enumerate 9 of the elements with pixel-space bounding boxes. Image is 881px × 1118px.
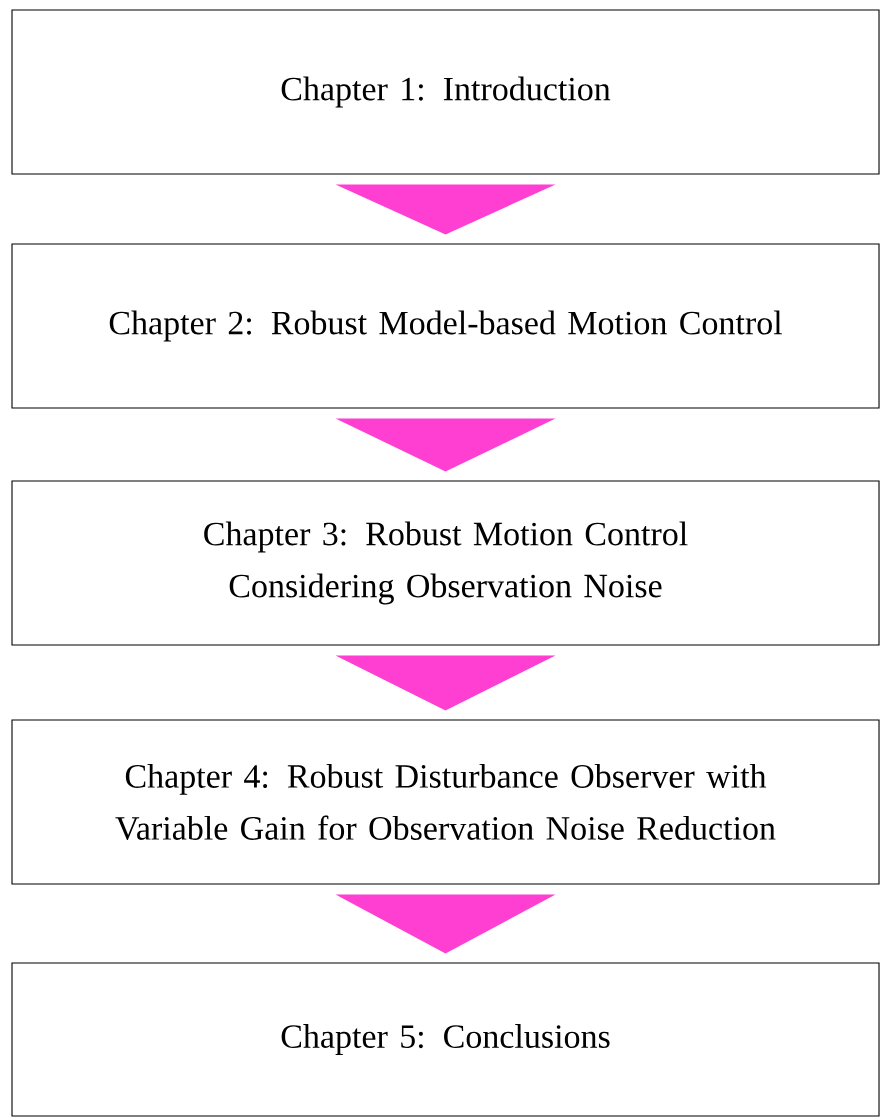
chapter-box: Chapter 3: Robust Motion Control Considering Observation Noise [11,480,880,646]
chapter-box: Chapter 2: Robust Model-based Motion Control [11,243,880,409]
arrow [335,655,556,711]
arrow [335,894,556,954]
chapter-box: Chapter 4: Robust Disturbance Observer with Variable Gain for Observation Noise Reduction [11,719,880,885]
chapter-box: Chapter 5: Conclusions [11,962,880,1117]
chapter-box: Chapter 1: Introduction [11,9,880,175]
arrow [335,184,556,235]
arrow [335,418,556,472]
